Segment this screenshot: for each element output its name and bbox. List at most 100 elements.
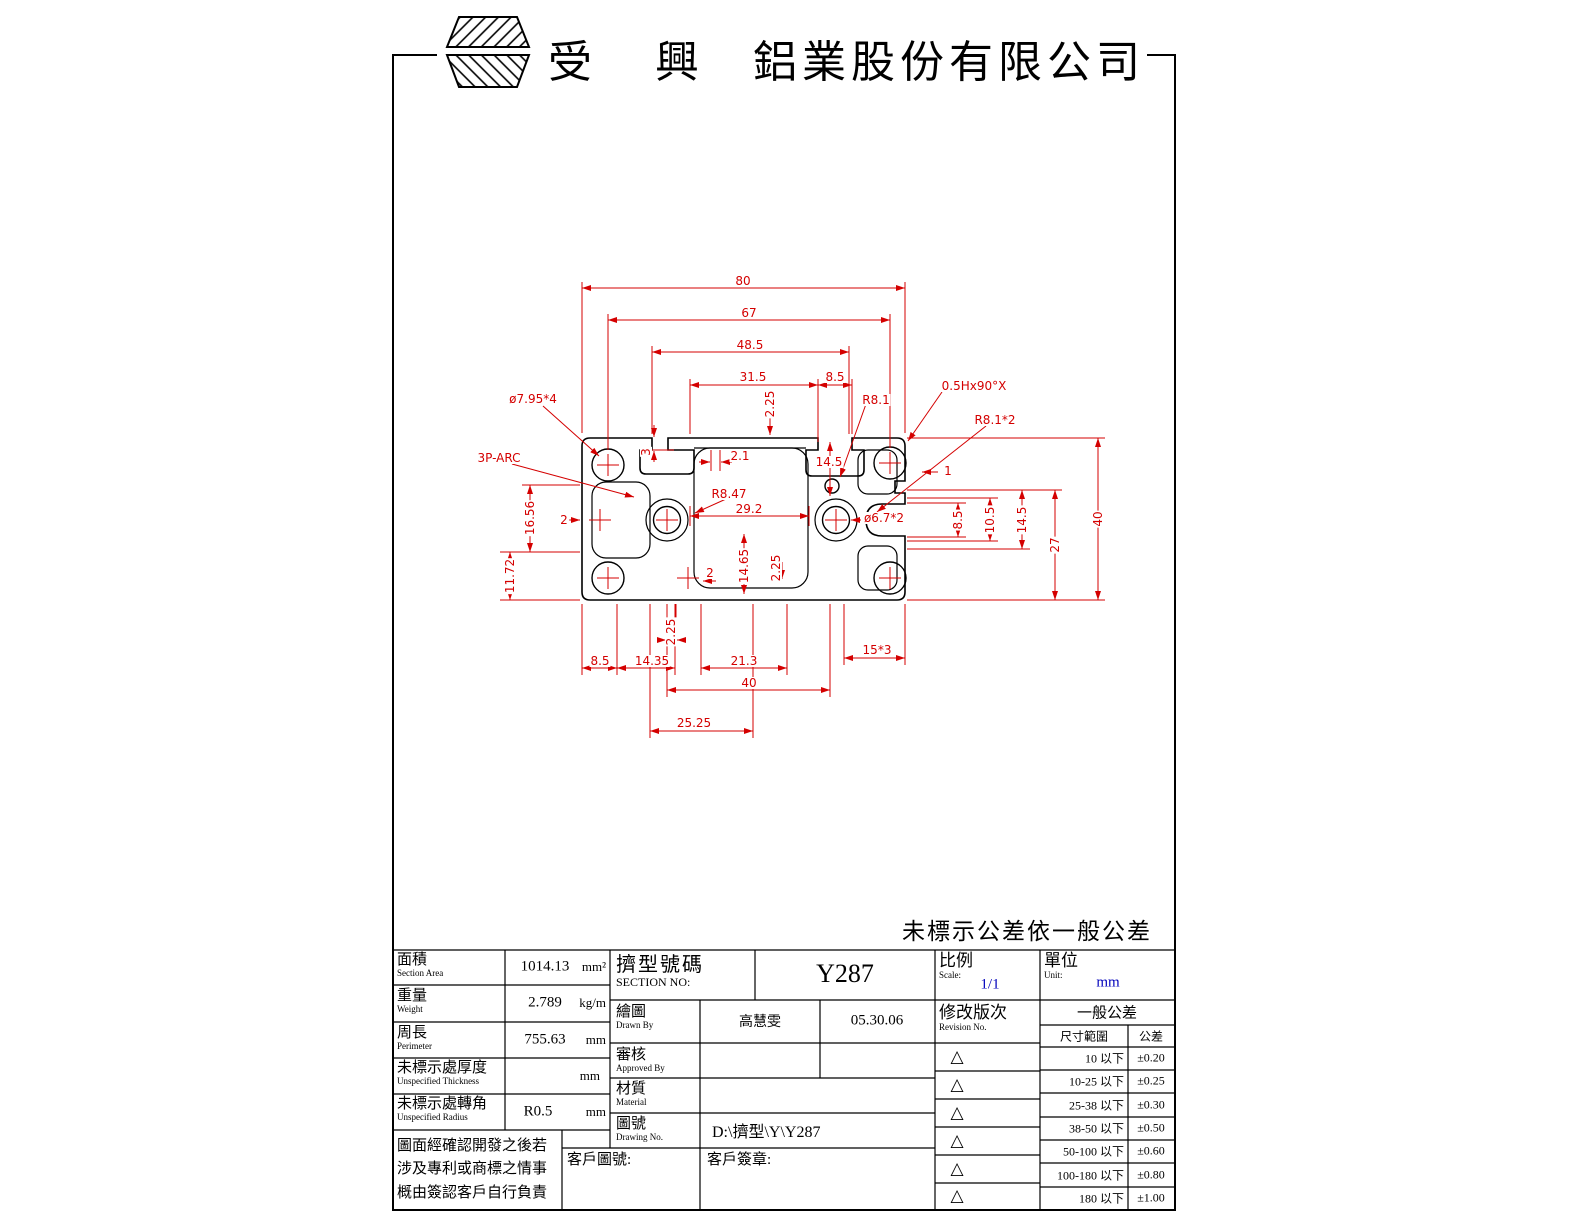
dim-label: 31.5 xyxy=(738,370,768,384)
dim-label: ø6.7*2 xyxy=(862,511,906,525)
dim-label: 1 xyxy=(943,464,953,478)
drawing-no-zh: 圖號 xyxy=(616,1116,647,1132)
field-weight-en: Weight xyxy=(397,1003,423,1014)
dim-label: 80 xyxy=(734,274,752,288)
dim-label: 2.1 xyxy=(729,449,751,463)
field-thickness-label: 未標示處厚度 Unspecified Thickness xyxy=(397,1060,487,1086)
dim-label: 2 xyxy=(559,513,569,527)
field-radius-zh: 未標示處轉角 xyxy=(397,1096,488,1112)
tol-range: 100-180 以下 xyxy=(1057,1168,1124,1183)
dim-label: 25.25 xyxy=(675,716,713,730)
field-perimeter-label: 周長 Perimeter xyxy=(397,1025,432,1051)
revision-triangle: △ xyxy=(950,1047,964,1067)
tol-value: ±0.30 xyxy=(1137,1097,1165,1112)
titleblock-grid xyxy=(393,949,1175,1210)
leader-lines xyxy=(511,391,987,643)
approved-by-en: Approved By xyxy=(616,1062,665,1073)
weight-value: 2.789 xyxy=(528,994,562,1011)
field-radius-en: Unspecified Radius xyxy=(397,1111,468,1122)
field-perimeter-zh: 周長 xyxy=(397,1025,428,1041)
dim-label: R8.47 xyxy=(710,487,748,501)
field-thickness-zh: 未標示處厚度 xyxy=(397,1060,488,1076)
dim-label: 2.25 xyxy=(763,389,777,419)
scale-en: Scale: xyxy=(939,969,961,980)
weight-unit: kg/m xyxy=(579,995,606,1010)
scale-zh: 比例 xyxy=(939,951,973,970)
radius-value: R0.5 xyxy=(523,1103,553,1120)
tol-value: ±0.80 xyxy=(1137,1167,1165,1182)
tol-col-range: 尺寸範圍 xyxy=(1059,1029,1109,1044)
tol-range: 25-38 以下 xyxy=(1069,1098,1124,1113)
drawn-by-en: Drawn By xyxy=(616,1019,654,1030)
tol-range: 180 以下 xyxy=(1078,1191,1124,1206)
drawn-by-name: 高慧雯 xyxy=(739,1015,781,1030)
scale-label: 比例 Scale: xyxy=(939,951,973,981)
dim-label: 29.2 xyxy=(734,502,764,516)
material-label: 材質 Material xyxy=(616,1081,647,1107)
dim-label: 8.5 xyxy=(951,509,965,531)
dim-label: 8.5 xyxy=(824,370,846,384)
tol-range: 38-50 以下 xyxy=(1069,1121,1124,1136)
field-weight-label: 重量 Weight xyxy=(397,988,427,1014)
dim-label: 40 xyxy=(740,676,758,690)
customer-no-label: 客戶圖號: xyxy=(567,1152,632,1168)
dim-label: 67 xyxy=(740,306,758,320)
revision-triangle: △ xyxy=(950,1186,964,1206)
drawing-no-value: D:\擠型\Y\Y287 xyxy=(712,1124,821,1141)
unit-zh: 單位 xyxy=(1044,951,1078,970)
drawn-by-label: 繪圖 Drawn By xyxy=(616,1004,653,1030)
revision-triangle: △ xyxy=(950,1159,964,1179)
border-frame xyxy=(392,54,1176,1211)
general-tolerance-title: 一般公差 xyxy=(1076,1005,1138,1022)
material-zh: 材質 xyxy=(616,1081,647,1097)
dim-label: 16.56 xyxy=(523,499,537,537)
tol-value: ±1.00 xyxy=(1137,1190,1165,1205)
dim-label: 2 xyxy=(705,566,715,580)
field-perimeter-en: Perimeter xyxy=(397,1040,432,1051)
tolerance-note: 未標示公差依一般公差 xyxy=(902,919,1152,944)
field-radius-label: 未標示處轉角 Unspecified Radius xyxy=(397,1096,487,1122)
tol-range: 10 以下 xyxy=(1084,1051,1124,1066)
dim-label: ø7.95*4 xyxy=(508,392,558,406)
field-thickness-en: Unspecified Thickness xyxy=(397,1075,480,1086)
perimeter-unit: mm xyxy=(585,1032,606,1047)
unit-value: mm xyxy=(1096,974,1120,991)
dim-label: 14.5 xyxy=(814,455,844,469)
revision-label: 修改版次 Revision No. xyxy=(939,1003,1007,1033)
dim-label: R8.1*2 xyxy=(973,413,1017,427)
dim-label: 21.3 xyxy=(729,654,759,668)
drawing-no-en: Drawing No. xyxy=(616,1131,663,1142)
company-name: 受 興鋁業股份有限公司 xyxy=(548,26,1145,90)
area-unit: mm² xyxy=(581,959,606,974)
unit-en: Unit: xyxy=(1044,969,1063,980)
revision-zh: 修改版次 xyxy=(939,1003,1007,1022)
drawing-no-label: 圖號 Drawing No. xyxy=(616,1116,663,1142)
dim-label: 3P-ARC xyxy=(476,451,522,465)
unit-label: 單位 Unit: xyxy=(1044,951,1078,981)
tol-range: 10-25 以下 xyxy=(1069,1074,1124,1089)
company-name-main: 受 興 xyxy=(548,38,725,87)
tol-value: ±0.60 xyxy=(1137,1143,1165,1158)
tol-col-tol: 公差 xyxy=(1138,1029,1164,1044)
dim-label: 15*3 xyxy=(861,643,893,657)
company-logo xyxy=(445,16,531,88)
revision-triangle: △ xyxy=(950,1075,964,1095)
dim-label: 14.65 xyxy=(737,547,751,585)
dim-label: 11.72 xyxy=(503,557,517,595)
approved-by-label: 審核 Approved By xyxy=(616,1047,665,1073)
dim-label: 48.5 xyxy=(735,338,765,352)
section-no-label: 擠型號碼 SECTION NO: xyxy=(616,954,704,989)
section-no-en: SECTION NO: xyxy=(616,975,691,989)
revision-triangle: △ xyxy=(950,1131,964,1151)
approved-by-zh: 審核 xyxy=(616,1047,647,1063)
field-area-label: 面積 Section Area xyxy=(397,952,443,978)
field-weight-zh: 重量 xyxy=(397,988,428,1004)
drawn-by-zh: 繪圖 xyxy=(616,1004,647,1020)
tol-value: ±0.20 xyxy=(1137,1050,1165,1065)
scale-value: 1/1 xyxy=(980,976,1000,993)
dim-label: 8.5 xyxy=(589,654,611,668)
tol-value: ±0.50 xyxy=(1137,1120,1165,1135)
dim-label: 2.25 xyxy=(664,617,678,647)
customer-sign-label: 客戶簽章: xyxy=(707,1152,772,1168)
